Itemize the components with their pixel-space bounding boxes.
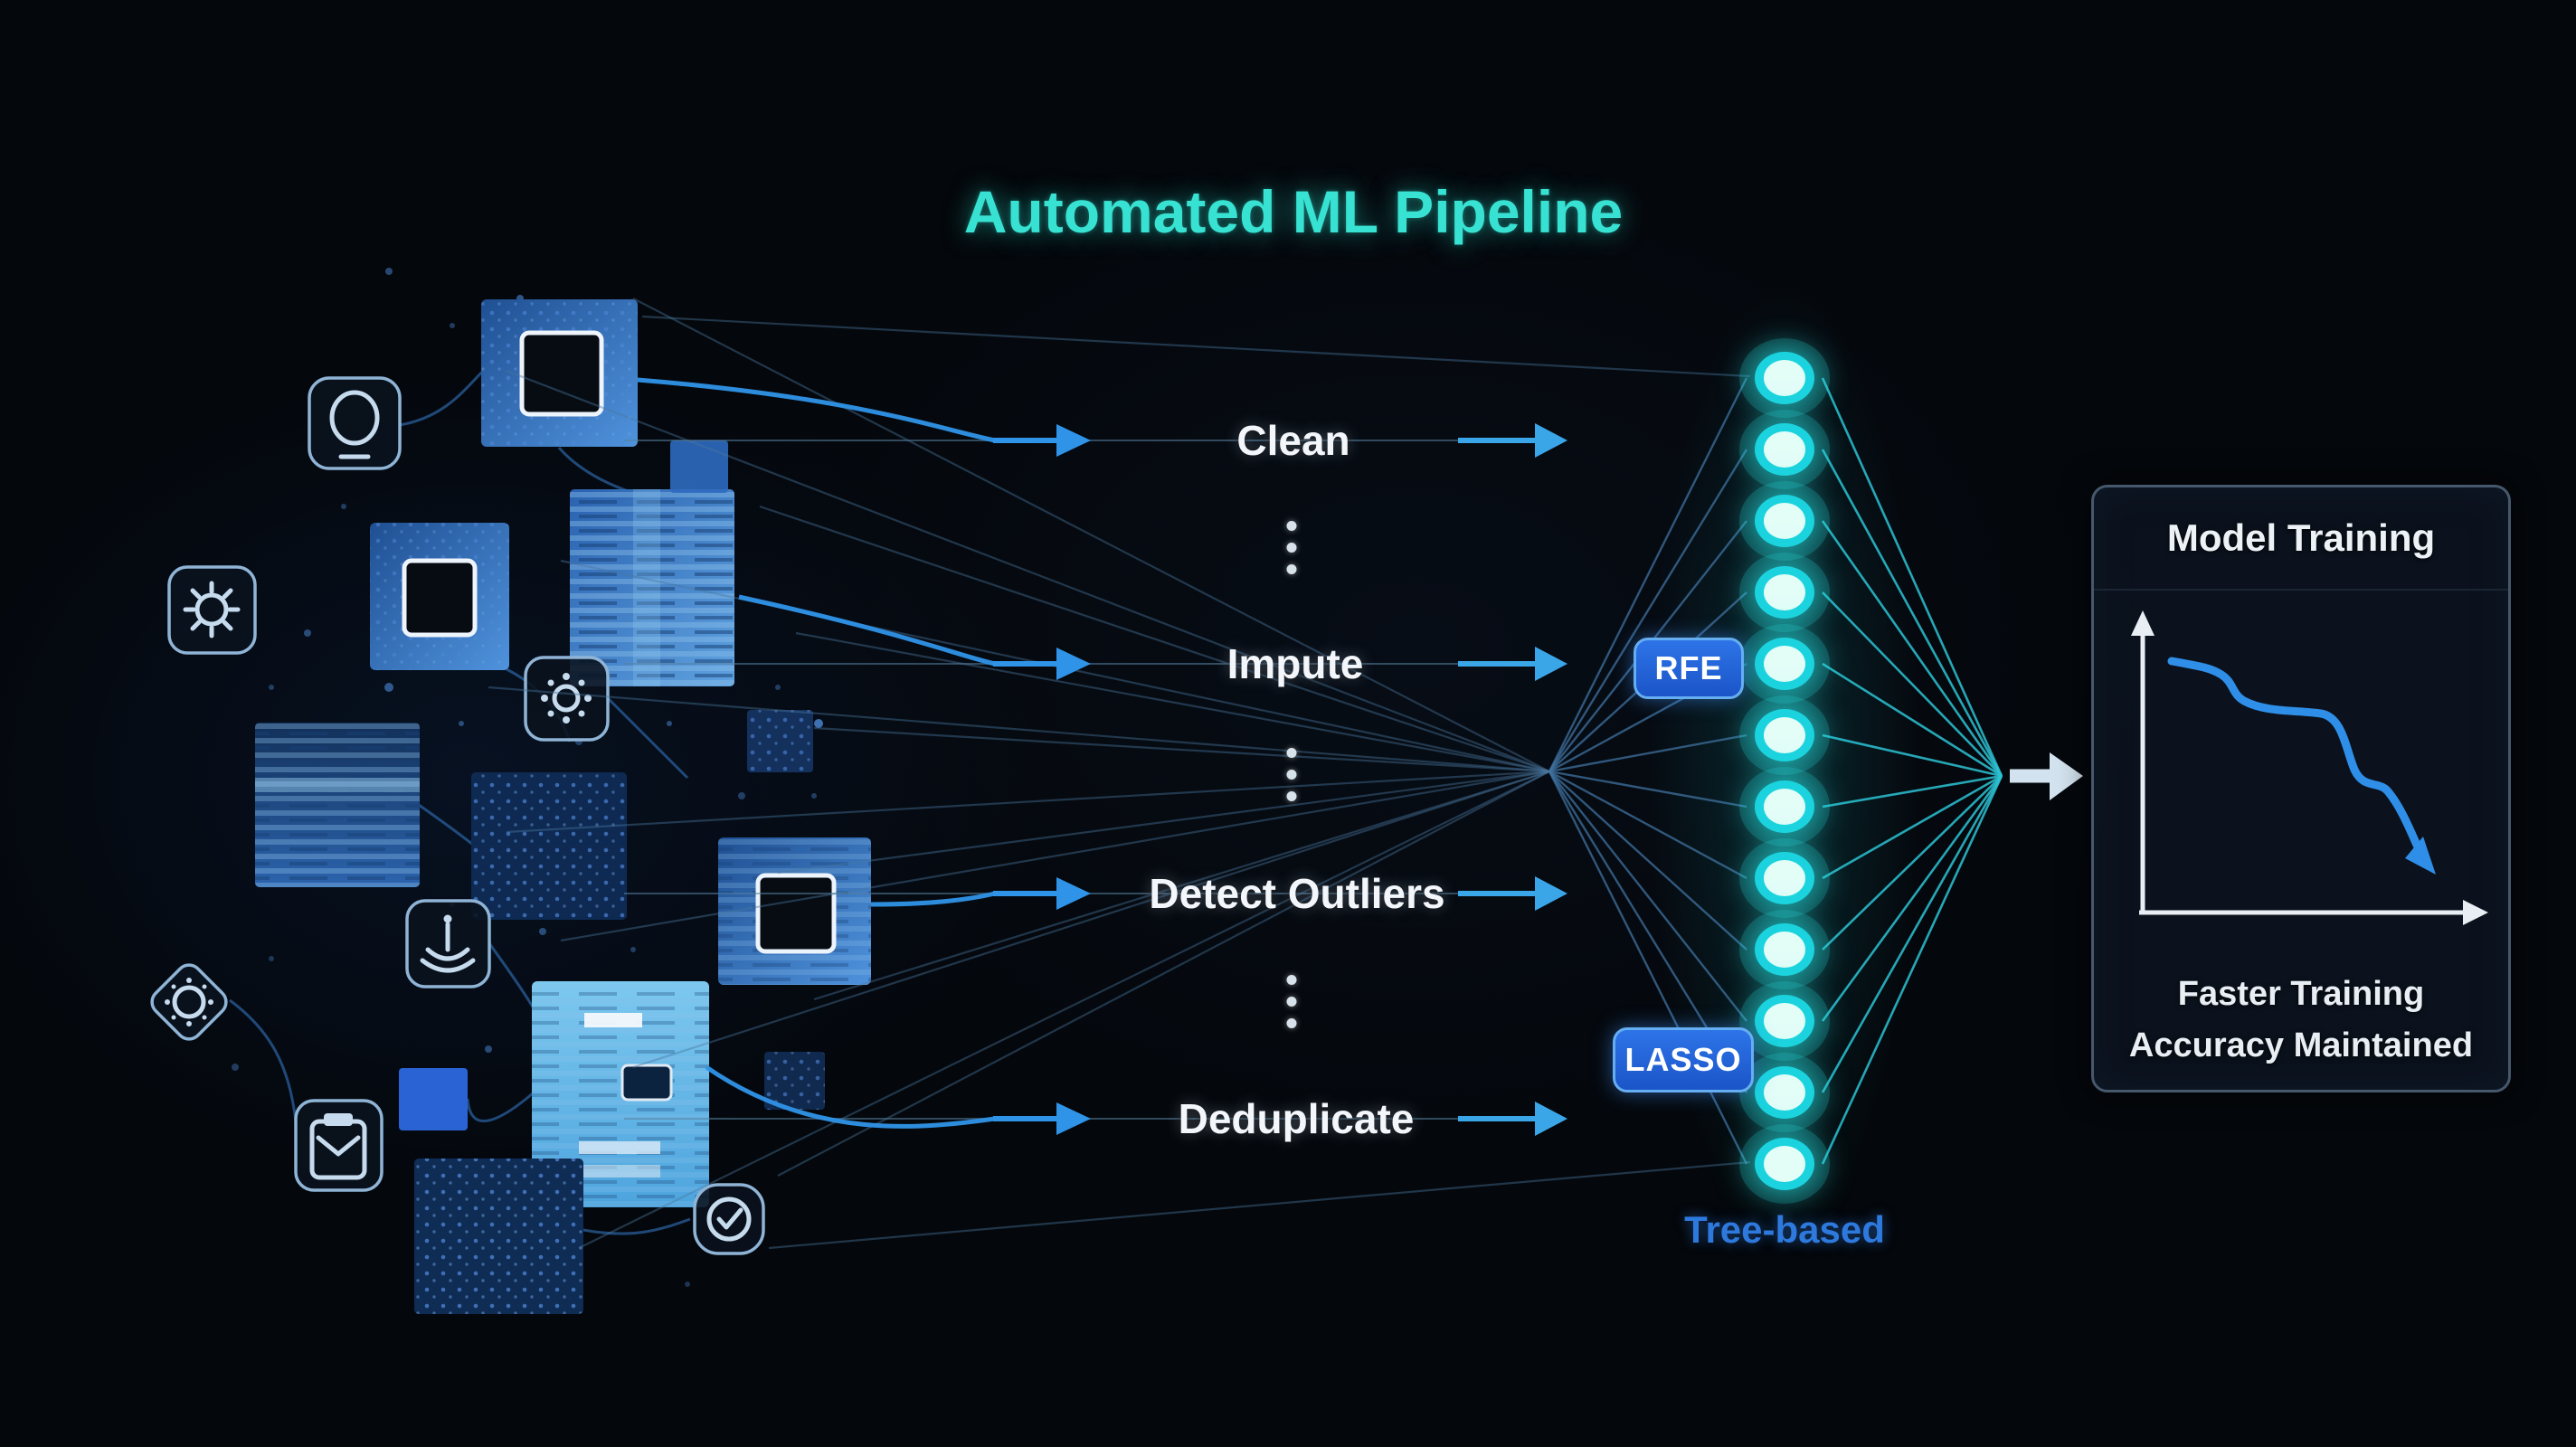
data-cluster (150, 268, 871, 1314)
rfe-badge: RFE (1634, 638, 1744, 699)
panel-title: Model Training (2094, 487, 2508, 591)
network-node (1739, 338, 1830, 418)
data-blocks (255, 299, 871, 1314)
panel-caption: Faster Training Accuracy Maintained (2094, 969, 2508, 1072)
compass-icon (150, 963, 228, 1041)
sun-icon (524, 656, 610, 742)
data-block (570, 489, 734, 686)
ellipsis-dots (1286, 748, 1297, 801)
data-block (747, 710, 813, 772)
network-node (1739, 481, 1830, 561)
data-block (471, 772, 627, 920)
feature-node-column (1739, 338, 1830, 1204)
data-block (414, 1159, 583, 1314)
network-node (1739, 1053, 1830, 1132)
loss-curve (2167, 657, 2424, 856)
chip-block (481, 299, 638, 447)
x-axis-arrow-icon (2463, 900, 2488, 925)
check-badge-icon (693, 1183, 765, 1255)
lasso-badge: LASSO (1613, 1027, 1754, 1092)
output-arrow (2010, 752, 2083, 800)
data-block (399, 1068, 468, 1130)
chip-block (370, 523, 509, 670)
step-label-impute: Impute (1226, 640, 1364, 687)
network-node (1739, 838, 1830, 918)
tree-based-label: Tree-based (1684, 1208, 1885, 1251)
network-node (1739, 1124, 1830, 1204)
ellipsis-dots (1286, 975, 1297, 1028)
data-block (764, 1052, 825, 1110)
inbox-icon (405, 899, 491, 988)
chip-block (718, 837, 871, 985)
data-block (670, 440, 728, 493)
monitor-icon (308, 376, 402, 470)
network-node (1739, 410, 1830, 489)
curve-arrow-icon (2405, 837, 2436, 875)
page-title: Automated ML Pipeline (963, 178, 1624, 245)
ellipsis-dots (1286, 521, 1297, 574)
data-block (255, 723, 420, 887)
network-node (1739, 624, 1830, 704)
node-right-fan (1821, 377, 2003, 1165)
converging-lines (488, 298, 1751, 1250)
network-node (1739, 553, 1830, 632)
network-node (1739, 981, 1830, 1061)
model-training-panel: Model Training Faster Training Accuracy … (2091, 485, 2511, 1092)
step-label-deduplicate: Deduplicate (1178, 1095, 1415, 1142)
node-column-glow (1649, 280, 1920, 1257)
step-label-detect-outliers: Detect Outliers (1149, 870, 1445, 917)
training-curve-chart (2131, 610, 2488, 925)
network-node (1739, 767, 1830, 846)
network-node (1739, 910, 1830, 989)
step-label-clean: Clean (1236, 417, 1350, 464)
network-node (1739, 695, 1830, 775)
caption-line-2: Accuracy Maintained (2128, 1026, 2474, 1064)
network-input-arrows (1458, 423, 1567, 1136)
data-block (532, 981, 709, 1207)
clipboard-icon (294, 1099, 384, 1192)
gear-icon (167, 565, 257, 655)
caption-line-1: Faster Training (2177, 975, 2425, 1013)
step-feed-arrows (637, 377, 1091, 1135)
y-axis-arrow-icon (2131, 610, 2155, 636)
